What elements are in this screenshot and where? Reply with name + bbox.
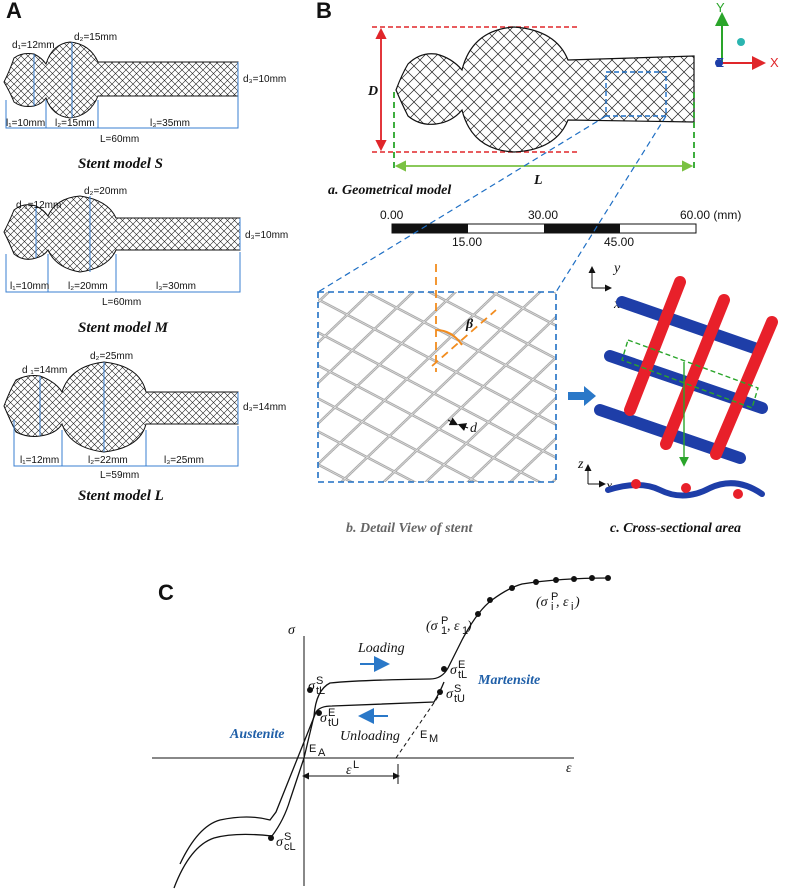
point-1-sup: P xyxy=(441,615,448,627)
point-1-open: (σ xyxy=(426,619,439,634)
axis-x-label: X xyxy=(770,55,779,70)
sigma-tU-E-sup: E xyxy=(328,707,335,719)
point-i-sup: P xyxy=(551,591,558,603)
panel-c-letter: C xyxy=(158,580,174,605)
m-d1: d ₁=12mm xyxy=(16,200,61,211)
m-l2: l₂=20mm xyxy=(68,281,108,292)
l-l2: l₂=22mm xyxy=(88,455,128,466)
l-model-label: Stent model L xyxy=(78,488,164,504)
panel-a-letter: A xyxy=(6,0,22,23)
cross-section: y x z x c. Cross-sectional area xyxy=(577,261,778,536)
sigma-tL-E-sup: E xyxy=(458,659,465,671)
sigma-tU-E-sub: tU xyxy=(328,717,339,729)
d-label: d xyxy=(470,421,478,436)
beta-label: β xyxy=(465,317,474,332)
sigma-cL-S: σ xyxy=(276,835,284,850)
EM-sub: M xyxy=(429,733,438,745)
m-d3: d₃=10mm xyxy=(245,230,288,241)
scale-15: 15.00 xyxy=(452,235,482,249)
sigma-tL-E-sub: tL xyxy=(458,669,467,681)
l-L: L=59mm xyxy=(100,470,139,481)
epsL-sup: L xyxy=(353,759,359,771)
scale-30: 30.00 xyxy=(528,208,558,222)
stent-model-l: d ₁=14mm d₂=25mm d₃=14mm l₁=12mm l₂=22mm… xyxy=(3,351,286,504)
point-1-eps-sub: 1 xyxy=(462,625,468,637)
s-l1: l₁=10mm xyxy=(6,118,45,129)
caption-a: a. Geometrical model xyxy=(328,183,451,198)
sigma-tL-E: σ xyxy=(450,663,458,678)
l-l1: l₁=12mm xyxy=(20,455,59,466)
EA-label: E xyxy=(309,743,316,755)
L-label: L xyxy=(533,173,543,188)
sigma-tL-S-sup: S xyxy=(316,675,323,687)
point-i-sub: i xyxy=(551,601,553,613)
transition-arrow xyxy=(568,386,596,406)
scale-bar: 0.00 30.00 60.00 (mm) 15.00 45.00 xyxy=(380,208,741,249)
caption-b: b. Detail View of stent xyxy=(346,521,474,536)
austenite-label: Austenite xyxy=(229,727,284,742)
epsL-label: ε xyxy=(346,763,352,778)
cs-z-label: z xyxy=(577,457,584,472)
m-l1: l₁=10mm xyxy=(10,281,49,292)
scale-45: 45.00 xyxy=(604,235,634,249)
detail-view: β d b. Detail View of stent xyxy=(317,264,557,536)
sigma-tU-S: σ xyxy=(446,687,454,702)
l-d1: d ₁=14mm xyxy=(22,365,67,376)
m-l3: l₃=30mm xyxy=(156,281,196,292)
scale-0: 0.00 xyxy=(380,208,404,222)
l-d2: d₂=25mm xyxy=(90,351,133,362)
point-1-rest: , ε xyxy=(447,619,460,634)
loading-label: Loading xyxy=(357,641,405,656)
geometrical-model: D L a. Geometrical model xyxy=(328,26,695,198)
epsilon-axis-label: ε xyxy=(566,761,572,776)
m-model-label: Stent model M xyxy=(78,320,169,336)
sigma-tU-E: σ xyxy=(320,711,328,726)
s-model-label: Stent model S xyxy=(78,156,163,172)
sigma-axis-label: σ xyxy=(288,623,296,638)
s-d1: d₁=12mm xyxy=(12,40,55,51)
sigma-tU-S-sup: S xyxy=(454,683,461,695)
l-d3: d₃=14mm xyxy=(243,402,286,413)
stent-model-m: d ₁=12mm d₂=20mm d₃=10mm l₁=10mm l₂=20mm… xyxy=(3,186,288,336)
sigma-tL-S-sub: tL xyxy=(316,685,325,697)
s-d2: d₂=15mm xyxy=(74,32,117,43)
s-L: L=60mm xyxy=(100,134,139,145)
scale-60: 60.00 (mm) xyxy=(680,208,741,222)
D-label: D xyxy=(367,84,378,99)
cs-x2-label: x xyxy=(605,479,613,494)
s-d3: d₃=10mm xyxy=(243,74,286,85)
point-1-close: ) xyxy=(466,619,472,634)
coordinate-triad: Y X Z xyxy=(715,0,779,70)
axis-z-label: Z xyxy=(716,55,724,70)
detail-region-box xyxy=(605,71,667,117)
sigma-cL-S-sup: S xyxy=(284,831,291,843)
m-L: L=60mm xyxy=(102,297,141,308)
point-i-rest: , ε xyxy=(556,595,569,610)
s-l2: l₂=15mm xyxy=(55,118,95,129)
point-i-open: (σ xyxy=(536,595,549,610)
panel-b-letter: B xyxy=(316,0,332,23)
caption-c: c. Cross-sectional area xyxy=(610,521,741,536)
point-i-eps-sub: i xyxy=(571,601,573,613)
axis-y-label: Y xyxy=(716,0,725,15)
sigma-cL-S-sub: cL xyxy=(284,841,296,853)
martensite-label: Martensite xyxy=(477,673,540,688)
point-i-close: ) xyxy=(574,595,580,610)
s-l3: l₃=35mm xyxy=(150,118,190,129)
sigma-tL-S: σ xyxy=(308,679,316,694)
EM-label: E xyxy=(420,729,427,741)
stent-model-s: d₁=12mm d₂=15mm d₃=10mm l₁=10mm l₂=15mm … xyxy=(3,32,286,172)
sigma-tU-S-sub: tU xyxy=(454,693,465,705)
m-d2: d₂=20mm xyxy=(84,186,127,197)
point-1-sub: 1 xyxy=(441,625,447,637)
stent-s-outline xyxy=(3,41,239,119)
unloading-label: Unloading xyxy=(340,729,400,744)
l-l3: l₃=25mm xyxy=(164,455,204,466)
stress-strain-graph: σ ε Loading Unloading Austenite Martensi… xyxy=(152,575,611,889)
cs-y-label: y xyxy=(612,261,621,276)
EA-sub: A xyxy=(318,747,326,759)
